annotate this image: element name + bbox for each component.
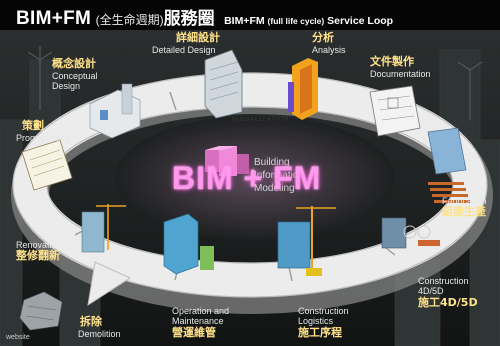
analysis-building: [288, 58, 318, 120]
stage-construction-en-2: 4D/5D: [418, 286, 444, 297]
stage-detailed-design-zh: 詳細設計: [176, 31, 220, 44]
stage-documentation-zh: 文件製作: [370, 55, 414, 68]
stage-conceptual-design-en-1: Conceptual: [52, 70, 98, 81]
programming-document: [21, 139, 73, 191]
stage-logistics-en-1: Construction: [298, 306, 349, 316]
title-bar: [0, 0, 500, 30]
footer-website: website: [6, 334, 30, 341]
stage-construction-zh: 施工4D/5D: [418, 295, 478, 309]
stage-renovation-en: Renovation: [16, 240, 62, 250]
operation-building: [163, 213, 214, 275]
title-main: BIM+FM: [16, 8, 92, 29]
center-line-1: Building: [254, 157, 290, 168]
stage-detailed-design-en: Detailed Design: [152, 44, 216, 55]
renovation-structure: [81, 204, 126, 253]
stage-documentation: 文件製作 Documentation: [370, 55, 431, 79]
stage-renovation: Renovation 整修翻新: [16, 240, 62, 263]
documentation-drawing: [369, 85, 421, 137]
center-line-3: Modeling: [254, 183, 295, 194]
construction-logistics-tower: [277, 206, 336, 276]
stage-demolition-en: Demolition: [78, 328, 121, 339]
stage-operation-en-1: Operation and: [172, 306, 230, 316]
stage-conceptual-design: 概念設計 Conceptual Design: [52, 57, 98, 91]
center-subtitle: Building Information Modeling: [254, 156, 304, 195]
center-line-2: Information: [254, 170, 305, 181]
detailed-design-building: [204, 49, 243, 119]
stage-logistics-en-2: Logistics: [298, 316, 334, 327]
stage-documentation-en: Documentation: [370, 68, 431, 79]
stage-analysis-en: Analysis: [312, 44, 346, 55]
title-english-prefix: BIM+FM: [224, 15, 265, 27]
center-headline: BIM + FM: [172, 160, 322, 196]
stage-renovation-zh: 整修翻新: [16, 249, 60, 263]
stage-logistics-zh: 施工序程: [298, 325, 342, 339]
stage-fabrication-en: Fabrication: [442, 196, 487, 206]
ring-tail: [87, 261, 132, 307]
ring-label: VISUALIZATION: [231, 115, 290, 124]
center-glow: [115, 116, 395, 240]
stage-fabrication-zh: 組建生產: [442, 205, 486, 219]
title-paren: (全生命週期): [95, 13, 164, 27]
stage-construction-4d5d: Construction 4D/5D 施工4D/5D: [418, 276, 478, 309]
title-suffix: 服務圈: [163, 9, 215, 28]
page-title: BIM+FM (全生命週期)服務圈 BIM+FM (full life cycl…: [16, 4, 393, 30]
stage-operation-en-2: Maintenance: [172, 316, 224, 327]
service-loop-ring: [13, 73, 487, 297]
stage-conceptual-design-en-2: Design: [52, 80, 81, 91]
stage-fabrication: Fabrication 組建生產: [442, 196, 487, 219]
title-english-rest: Service Loop: [327, 15, 394, 27]
stage-programming-en: Programming: [16, 132, 71, 143]
title-english: BIM+FM (full life cycle) Service Loop: [224, 15, 393, 27]
stage-programming-zh: 策劃: [22, 119, 44, 132]
demolition-debris: [19, 291, 63, 331]
stage-analysis: 分析 Analysis: [312, 31, 346, 55]
stage-operation-zh: 營運維管: [172, 325, 216, 339]
conceptual-design-model: [89, 83, 141, 139]
fabrication-components: [427, 127, 470, 203]
center-building-model: [205, 146, 249, 176]
stage-operation-maintenance: Operation and Maintenance 營運維管: [172, 306, 229, 339]
stage-conceptual-design-zh: 概念設計: [52, 57, 96, 70]
stage-construction-logistics: Construction Logistics 施工序程: [298, 306, 349, 339]
stage-programming: 策劃 Programming: [16, 119, 70, 143]
stage-demolition-zh: 拆除: [80, 315, 102, 328]
construction-site: [381, 217, 440, 249]
stage-demolition: 拆除 Demolition: [78, 315, 121, 339]
title-english-paren: (full life cycle): [267, 16, 325, 26]
wind-turbines: [27, 46, 483, 120]
stage-detailed-design: 詳細設計 Detailed Design: [152, 31, 220, 55]
stage-construction-en-1: Construction: [418, 276, 469, 286]
stage-analysis-zh: 分析: [312, 31, 334, 44]
